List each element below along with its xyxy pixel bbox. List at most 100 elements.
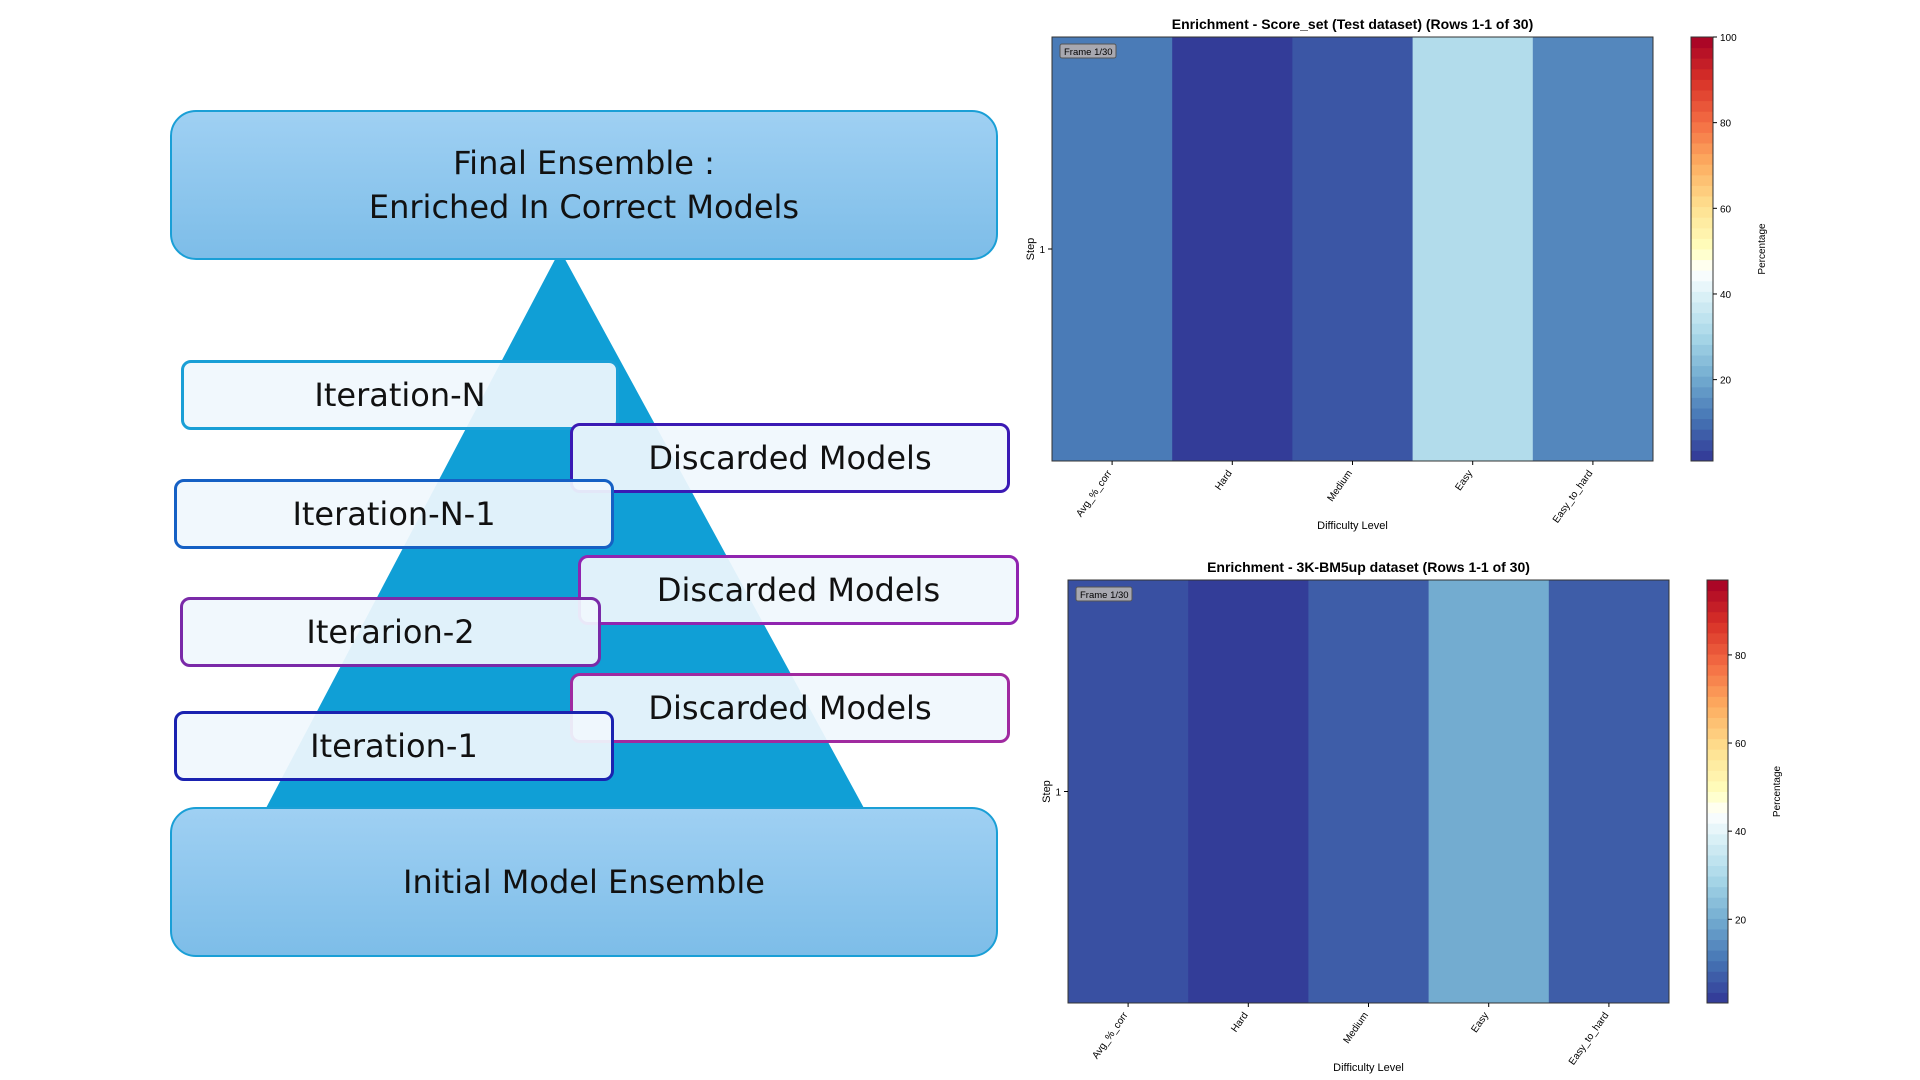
- colorbar-segment: [1707, 770, 1728, 782]
- colorbar-segment: [1691, 397, 1713, 409]
- iteration-1-box: Iteration-1: [174, 711, 614, 781]
- colorbar-tick-label: 100: [1720, 33, 1737, 44]
- frame-label: Frame 1/30: [1080, 590, 1129, 601]
- colorbar-segment: [1707, 886, 1728, 898]
- x-tick-label: Avg_%_corr: [1074, 468, 1115, 519]
- colorbar-segment: [1691, 79, 1713, 91]
- colorbar-segment: [1691, 58, 1713, 70]
- colorbar-segment: [1707, 907, 1728, 919]
- colorbar-segment: [1691, 365, 1713, 377]
- x-tick-label: Medium: [1342, 1010, 1371, 1045]
- colorbar-segment: [1691, 323, 1713, 335]
- colorbar-segment: [1707, 738, 1728, 750]
- colorbar-segment: [1691, 450, 1713, 462]
- colorbar-segment: [1691, 121, 1713, 133]
- x-tick-label: Hard: [1213, 468, 1234, 492]
- colorbar-segment: [1707, 918, 1728, 930]
- colorbar-segment: [1691, 408, 1713, 420]
- heatmap-cell: [1188, 580, 1309, 1003]
- discarded-label: Discarded Models: [648, 439, 932, 477]
- frame-badge: [1075, 586, 1133, 602]
- colorbar-segment: [1707, 780, 1728, 792]
- colorbar-segment: [1691, 47, 1713, 59]
- chart-title: Enrichment - Score_set (Test dataset) (R…: [1172, 16, 1534, 32]
- colorbar-segment: [1707, 728, 1728, 740]
- colorbar-segment: [1691, 100, 1713, 112]
- colorbar-tick-label: 20: [1735, 915, 1747, 926]
- colorbar-segment: [1707, 992, 1728, 1004]
- colorbar-segment: [1691, 386, 1713, 398]
- colorbar-segment: [1707, 928, 1728, 941]
- colorbar-segment: [1691, 312, 1713, 324]
- colorbar-segment: [1707, 876, 1728, 888]
- colorbar-tick-label: 20: [1720, 376, 1732, 387]
- colorbar-segment: [1707, 833, 1728, 845]
- colorbar-segment: [1707, 632, 1728, 644]
- colorbar-tick-label: 80: [1735, 651, 1747, 662]
- initial-ensemble-label: Initial Model Ensemble: [403, 863, 765, 901]
- colorbar-label: Percentage: [1772, 765, 1783, 817]
- colorbar-frame: [1706, 579, 1729, 1004]
- colorbar-segment: [1707, 950, 1728, 962]
- x-axis-label: Difficulty Level: [1317, 520, 1388, 532]
- colorbar-segment: [1691, 280, 1713, 292]
- iteration-n-1-box: Iteration-N-1: [174, 479, 614, 549]
- heatmap-cell: [1532, 37, 1654, 461]
- colorbar-segment: [1707, 601, 1728, 613]
- colorbar-segment: [1691, 143, 1713, 155]
- colorbar-segment: [1707, 844, 1728, 856]
- colorbar-segment: [1707, 580, 1728, 592]
- colorbar-segment: [1707, 717, 1728, 729]
- colorbar-segment: [1691, 376, 1713, 388]
- colorbar-segment: [1707, 865, 1728, 877]
- heatmap-cell: [1172, 37, 1293, 461]
- y-axis-label: Step: [1025, 238, 1037, 261]
- colorbar-segment: [1707, 802, 1728, 814]
- colorbar-segment: [1707, 675, 1728, 687]
- chart-title: Enrichment - 3K-BM5up dataset (Rows 1-1 …: [1207, 559, 1530, 575]
- colorbar-segment: [1707, 981, 1728, 993]
- heatmap-cell: [1308, 580, 1430, 1003]
- heatmap-cell: [1068, 580, 1189, 1003]
- heatmap-cell: [1548, 580, 1670, 1003]
- x-axis-label: Difficulty Level: [1333, 1062, 1404, 1074]
- colorbar-segment: [1691, 259, 1713, 271]
- colorbar-segment: [1691, 344, 1713, 356]
- frame-label: Frame 1/30: [1064, 47, 1113, 58]
- x-tick-label: Avg_%_corr: [1090, 1010, 1131, 1061]
- colorbar-tick-label: 60: [1735, 739, 1747, 750]
- colorbar-segment: [1707, 854, 1728, 867]
- colorbar-segment: [1691, 174, 1713, 186]
- colorbar-segment: [1707, 622, 1728, 634]
- colorbar-segment: [1707, 654, 1728, 666]
- colorbar-segment: [1691, 164, 1713, 176]
- colorbar-segment: [1707, 939, 1728, 951]
- colorbar-segment: [1707, 590, 1728, 602]
- colorbar-segment: [1707, 759, 1728, 771]
- initial-ensemble-box: Initial Model Ensemble: [170, 807, 998, 957]
- colorbar-segment: [1691, 270, 1713, 282]
- frame-badge: [1059, 43, 1117, 59]
- colorbar-tick-label: 60: [1720, 204, 1732, 215]
- iteration-n-box: Iteration-N: [181, 360, 619, 430]
- colorbar-tick-label: 40: [1735, 827, 1747, 838]
- x-tick-label: Hard: [1229, 1010, 1250, 1034]
- colorbar-segment: [1691, 206, 1713, 218]
- colorbar-segment: [1707, 611, 1728, 623]
- y-tick-label: 1: [1039, 245, 1045, 256]
- colorbar-segment: [1707, 706, 1728, 718]
- colorbar-segment: [1691, 185, 1713, 197]
- x-tick-label: Easy: [1453, 468, 1475, 493]
- colorbar-segment: [1691, 153, 1713, 165]
- discarded-label: Discarded Models: [648, 689, 932, 727]
- heatmap-cell: [1428, 580, 1550, 1003]
- colorbar-segment: [1707, 664, 1728, 676]
- colorbar-segment: [1691, 37, 1713, 49]
- iteration-label: Iteration-1: [310, 727, 478, 765]
- x-tick-label: Easy_to_hard: [1567, 1010, 1611, 1067]
- colorbar-segment: [1691, 217, 1713, 229]
- colorbar-segment: [1707, 971, 1728, 983]
- colorbar-segment: [1707, 960, 1728, 972]
- heatmap-cell: [1412, 37, 1534, 461]
- colorbar-segment: [1691, 418, 1713, 430]
